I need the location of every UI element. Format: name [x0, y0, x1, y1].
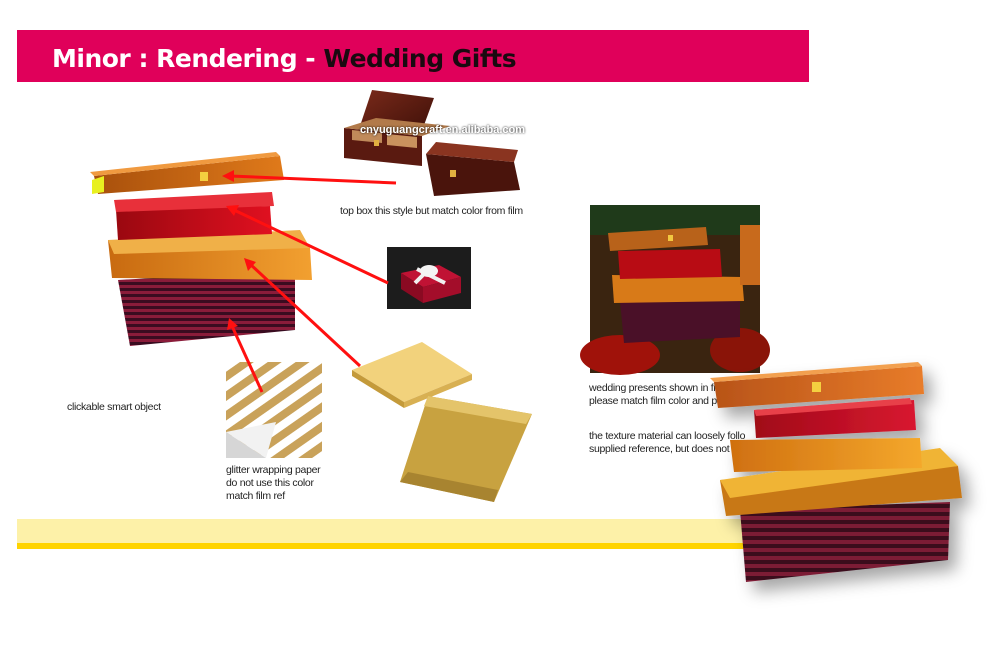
glitter-paper-photo	[400, 396, 532, 502]
striped-wrapping-paper-photo	[226, 362, 322, 458]
note-film-line2: please match film color and pe	[589, 395, 723, 407]
note-texture-line2: supplied reference, but does not hav	[589, 443, 749, 455]
note-texture: the texture material can loosely follo s…	[589, 430, 748, 456]
box-stack-render-large	[710, 362, 962, 582]
footer-line	[17, 543, 777, 549]
note-smart-object: clickable smart object	[67, 401, 161, 413]
title-wedding-gifts: Wedding Gifts	[323, 44, 517, 73]
note-texture-line1: the texture material can loosely follo	[589, 430, 746, 442]
note-top-box: top box this style but match color from …	[340, 205, 523, 217]
page-title: Minor : Rendering - Wedding Gifts	[52, 44, 517, 74]
film-reference-photo	[580, 205, 770, 375]
box-stack-render	[90, 152, 312, 346]
note-glitter-line3: match film ref	[226, 490, 285, 502]
footer-band	[17, 519, 777, 543]
wooden-box-photo	[344, 90, 520, 196]
note-glitter-line1: glitter wrapping paper	[226, 464, 321, 476]
note-film-line1: wedding presents shown in film	[589, 382, 726, 394]
note-film: wedding presents shown in film please ma…	[589, 382, 726, 408]
watermark-text: cnyuguangcraft.en.alibaba.com	[360, 124, 526, 136]
note-glitter-line2: do not use this color	[226, 477, 314, 489]
title-rendering: Minor : Rendering -	[52, 44, 324, 73]
note-glitter: glitter wrapping paper do not use this c…	[226, 464, 321, 503]
red-gift-photo	[387, 247, 471, 309]
header-bar	[17, 30, 809, 82]
gold-box-photo	[352, 342, 472, 408]
